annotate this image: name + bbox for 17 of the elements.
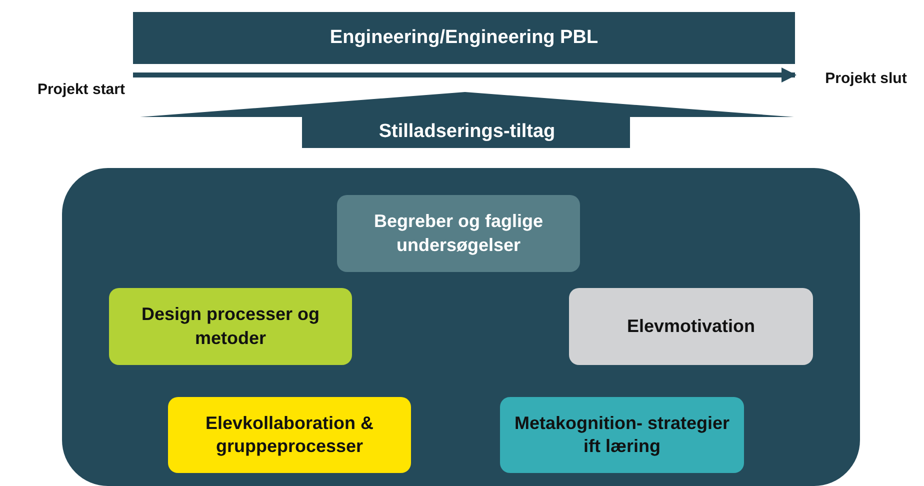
collaboration-box — [168, 397, 411, 473]
motivation-box — [569, 288, 813, 365]
panel-background — [62, 168, 860, 486]
node-text: Elevmotivation — [626, 314, 756, 338]
node-text: Projekt start — [37, 80, 125, 100]
timeline-arrow — [133, 68, 796, 82]
metacognition-box — [500, 397, 744, 473]
node-text: Engineering/Engineering PBL — [330, 26, 598, 50]
concept-box — [337, 195, 580, 272]
node-text: Stilladserings-tiltag — [378, 120, 556, 144]
node-text: Metakognition- strategier ift læring — [514, 412, 730, 458]
title-bar — [133, 12, 795, 64]
node-text: Projekt slut — [825, 69, 907, 89]
design-box — [109, 288, 352, 365]
node-text: Begreber og faglige undersøgelser — [372, 210, 544, 257]
node-text: Design processer og metoder — [140, 303, 321, 350]
node-text: Elevkollaboration & gruppeprocesser — [204, 412, 375, 458]
